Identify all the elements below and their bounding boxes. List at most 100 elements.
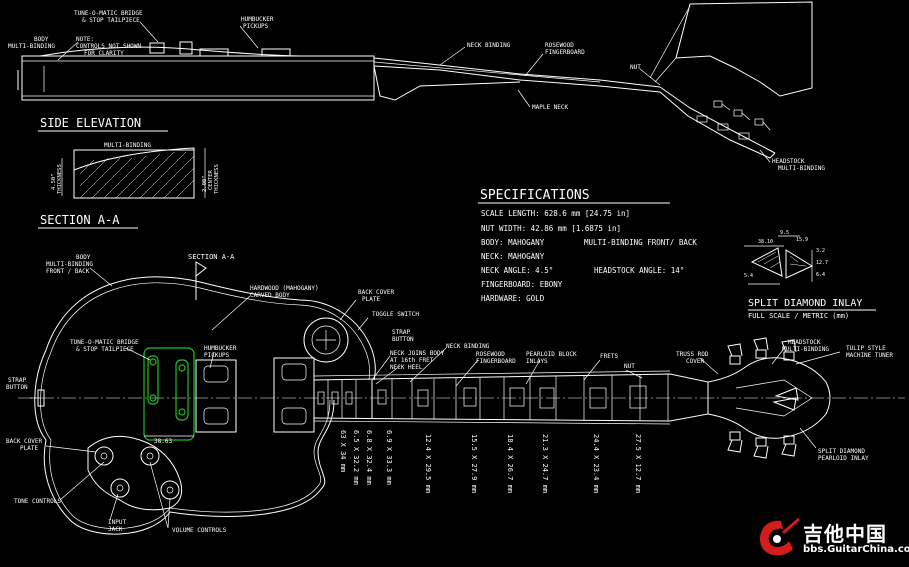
- watermark-url[interactable]: bbs.GuitarChina.com: [803, 544, 909, 555]
- inlay-heading: SPLIT DIAMOND INLAY: [748, 298, 862, 309]
- plan-rosewood-2: FINGERBOARD: [476, 358, 516, 365]
- label-tailpiece: & STOP TAILPIECE: [82, 17, 140, 24]
- plan-back-cover-left: BACK COVER: [6, 438, 43, 445]
- spec-headstock-angle: HEADSTOCK ANGLE: 14°: [594, 266, 684, 275]
- inlay-subheading: FULL SCALE / METRIC (mm): [748, 312, 849, 320]
- inlay-dim-4: 3.2: [816, 248, 825, 254]
- plan-frets: FRETS: [600, 353, 618, 360]
- plan-strap-left: STRAP: [8, 377, 26, 384]
- watermark: 吉他中国 bbs.GuitarChina.com: [753, 515, 909, 561]
- spec-neck: NECK: MAHOGANY: [481, 252, 545, 261]
- plan-rosewood: ROSEWOOD: [476, 351, 505, 358]
- label-pickups: PICKUPS: [243, 23, 269, 30]
- inlay-dim-label: 6.8 X 32.4 mm: [365, 430, 373, 485]
- spec-body: BODY: MAHOGANY: [481, 238, 545, 247]
- side-elevation-heading: SIDE ELEVATION: [40, 116, 141, 130]
- section-right-dim-3: THICKNESS: [214, 164, 220, 194]
- watermark-title: 吉他中国: [803, 522, 887, 546]
- spec-hardware: HARDWARE: GOLD: [481, 294, 545, 303]
- inlay-dim-label: 21.3 X 24.7 mm: [541, 434, 549, 493]
- plan-neck-heel: NECK HEEL: [390, 364, 423, 371]
- section-aa-view: [61, 147, 206, 199]
- plan-neck-joins: NECK JOINS BODY: [390, 350, 445, 357]
- inlay-dim-label: 63 X 34 mm: [339, 430, 347, 472]
- plan-split-diamond-2: PEARLOID INLAY: [818, 455, 869, 462]
- label-fingerboard: FINGERBOARD: [545, 49, 585, 56]
- plan-hardwood-2: CARVED BODY: [250, 292, 290, 299]
- plan-input-2: JACK: [108, 526, 123, 533]
- plan-tulip: TULIP STYLE: [846, 345, 886, 352]
- label-headstock: HEADSTOCK: [772, 158, 805, 165]
- plan-hs-binding: HEADSTOCK: [788, 339, 821, 346]
- inlay-dim-3: 15.9: [796, 237, 808, 243]
- plan-truss: TRUSS ROD: [676, 351, 709, 358]
- inlay-dim-1: 38.10: [758, 239, 773, 245]
- section-left-dim-2: THICKNESS: [57, 164, 63, 194]
- label-multi-binding: MULTI-BINDING: [8, 43, 55, 50]
- plan-tom: TUNE-O-MATIC BRIDGE: [70, 339, 139, 346]
- plan-volume: VOLUME CONTROLS: [172, 527, 227, 534]
- plan-body-binding-3: FRONT / BACK: [46, 268, 90, 275]
- side-elevation-view: [17, 1, 813, 163]
- plan-tom-2: & STOP TAILPIECE: [76, 346, 134, 353]
- plan-view: [18, 261, 905, 535]
- label-note-2: CONTROLS NOT SHOWN: [76, 43, 141, 50]
- plan-back-cover: BACK COVER: [358, 289, 395, 296]
- inlay-dim-6: 5.4: [744, 273, 753, 279]
- plan-nut: NUT: [624, 363, 635, 370]
- label-maple-neck: MAPLE NECK: [532, 104, 569, 111]
- plan-neck-binding: NECK BINDING: [446, 343, 490, 350]
- spec-fingerboard: FINGERBOARD: EBONY: [481, 280, 563, 289]
- plan-pearloid-2: INLAYS: [526, 358, 548, 365]
- plan-humbucker: HUMBUCKER: [204, 345, 237, 352]
- inlay-dim-7: 6.4: [816, 272, 825, 278]
- plan-hardwood: HARDWOOD (MAHOGANY): [250, 285, 319, 292]
- spec-nut-width: NUT WIDTH: 42.86 mm [1.6875 in]: [481, 224, 621, 233]
- label-nut: NUT: [630, 64, 641, 71]
- plan-strap-upper: STRAP: [392, 329, 410, 336]
- inlay-dim-label: 24.4 X 23.4 mm: [592, 434, 600, 493]
- plan-body-binding-2: MULTI-BINDING: [46, 261, 93, 268]
- inlay-dim-label: 6.5 X 32.2 mm: [352, 430, 360, 485]
- plan-neck-joins-2: AT 16th FRET: [390, 357, 434, 364]
- spec-body-binding: MULTI-BINDING FRONT/ BACK: [584, 238, 697, 247]
- label-bridge: TUNE-O-MATIC BRIDGE: [74, 10, 143, 17]
- spec-neck-angle: NECK ANGLE: 4.5°: [481, 266, 553, 275]
- plan-back-cover-2: PLATE: [362, 296, 380, 303]
- plan-tone: TONE CONTROLS: [14, 498, 61, 505]
- bridge-tailpiece-green: [143, 347, 195, 441]
- plan-bridge-dim: 38.63: [154, 438, 172, 445]
- section-right-dim: 2.00": [202, 175, 208, 192]
- inlay-dim-label: 18.4 X 26.7 mm: [506, 434, 514, 493]
- plan-hs-binding-2: MULTI-BINDING: [782, 346, 829, 353]
- plan-tulip-2: MACHINE TUNER: [846, 352, 893, 359]
- inlay-dim-label: 12.4 X 29.5 mm: [424, 434, 432, 493]
- spec-heading: SPECIFICATIONS: [480, 188, 590, 203]
- inlay-dim-label: 15.5 X 27.9 mm: [470, 434, 478, 493]
- section-aa-heading: SECTION A-A: [40, 213, 120, 227]
- plan-back-cover-left-2: PLATE: [20, 445, 38, 452]
- label-body: BODY: [34, 36, 49, 43]
- plan-truss-2: COVER: [686, 358, 704, 365]
- spec-scale-length: SCALE LENGTH: 628.6 mm [24.75 in]: [481, 209, 630, 218]
- label-headstock-binding: MULTI-BINDING: [778, 165, 825, 172]
- split-diamond-inlay-detail: [744, 235, 876, 311]
- plan-strap-left-2: BUTTON: [6, 384, 28, 391]
- label-note-3: FOR CLARITY: [84, 50, 124, 57]
- label-note: NOTE:: [76, 36, 94, 43]
- label-neck-binding: NECK BINDING: [467, 42, 511, 49]
- plan-split-diamond: SPLIT DIAMOND: [818, 448, 865, 455]
- inlay-dim-label: 27.5 X 12.7 mm: [634, 434, 642, 493]
- plan-pearloid: PEARLOID BLOCK: [526, 351, 577, 358]
- plan-humbucker-2: PICKUPS: [204, 352, 230, 359]
- inlay-dim-5: 12.7: [816, 260, 828, 266]
- section-multi-binding: MULTI-BINDING: [104, 142, 151, 149]
- label-humbucker: HUMBUCKER: [241, 16, 274, 23]
- inlay-dim-2: 9.5: [780, 230, 789, 236]
- plan-body-binding: BODY: [76, 254, 91, 261]
- inlay-dim-label: 6.9 X 33.3 mm: [385, 430, 393, 485]
- guitar-logo-icon: [759, 517, 800, 556]
- section-right-dim-2: CENTER: [208, 169, 214, 190]
- plan-section-aa: SECTION A-A: [188, 253, 235, 261]
- plan-strap-upper-2: BUTTON: [392, 336, 414, 343]
